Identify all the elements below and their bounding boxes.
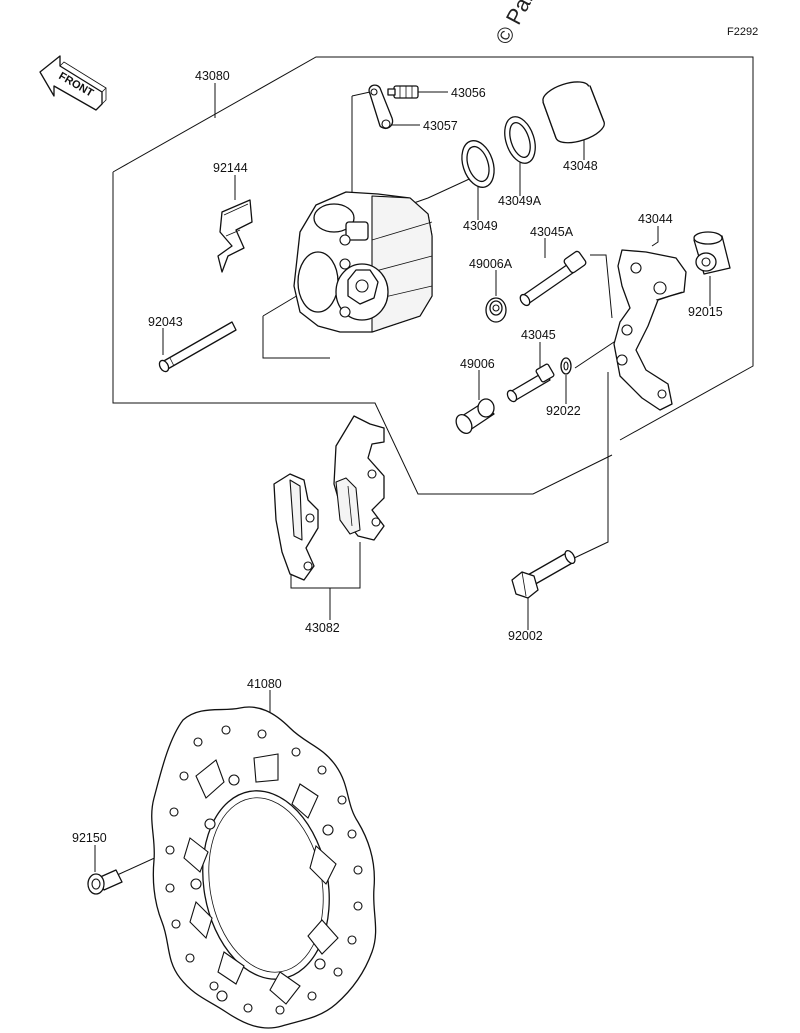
caliper-body-part: [293, 191, 433, 333]
callout-92150: 92150: [72, 831, 107, 845]
circlip-part: [560, 357, 572, 375]
disc-bolt-part: [87, 869, 123, 895]
piston-part: [542, 81, 605, 144]
callout-92002: 92002: [508, 629, 543, 643]
callout-43056: 43056: [451, 86, 486, 100]
pad-pin-part: [158, 321, 237, 373]
brake-disc-part: [151, 706, 377, 1029]
bracket-bolt-part: [511, 549, 576, 599]
callout-92015: 92015: [688, 305, 723, 319]
caliper-assembly-outline: [112, 56, 754, 441]
callout-43082: 43082: [305, 621, 340, 635]
caliper-bracket-part: [613, 249, 687, 411]
boot-a-part: [485, 297, 507, 323]
callout-43044: 43044: [638, 212, 673, 226]
boot-part: [455, 398, 495, 434]
watermark-text: © Part: [490, 0, 541, 48]
callout-41080: 41080: [247, 677, 282, 691]
callout-43048: 43048: [563, 159, 598, 173]
callout-43045a: 43045A: [530, 225, 574, 239]
collar-part: [693, 231, 731, 275]
slide-pin-a-part: [519, 250, 587, 307]
callout-92043: 92043: [148, 315, 183, 329]
dust-seal-part: [504, 116, 536, 164]
brake-pads-part: [273, 415, 385, 581]
callout-43049: 43049: [463, 219, 498, 233]
piston-seal-part: [461, 140, 495, 188]
callout-49006a: 49006A: [469, 257, 513, 271]
callout-43045: 43045: [521, 328, 556, 342]
figure-code: F2292: [727, 26, 758, 38]
callout-92022: 92022: [546, 404, 581, 418]
slide-pin-part: [506, 363, 555, 403]
callout-92144: 92144: [213, 161, 248, 175]
pad-spring-part: [217, 199, 253, 273]
callout-49006: 49006: [460, 357, 495, 371]
front-arrow-icon: FRONT: [39, 55, 107, 111]
callout-43080: 43080: [195, 69, 230, 83]
callout-43049a: 43049A: [498, 194, 542, 208]
bleeder-valve-part: [387, 85, 419, 99]
bleeder-cap-part: [368, 84, 394, 130]
callout-43057: 43057: [423, 119, 458, 133]
